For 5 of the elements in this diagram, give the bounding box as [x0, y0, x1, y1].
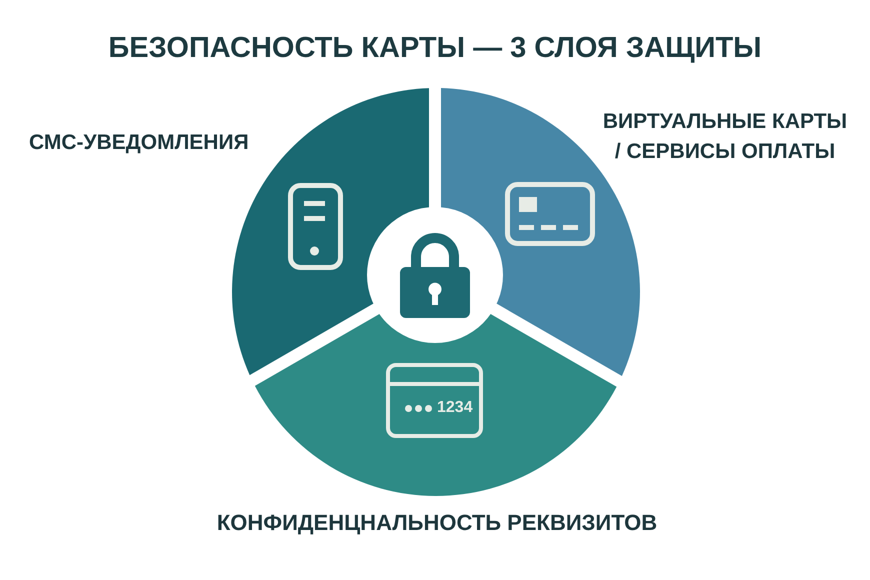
segment-label: ВИРТУАЛЬНЫЕ КАРТЫ / СЕРВИСЫ ОПЛАТЫ	[602, 109, 848, 165]
card-number: 1234	[437, 399, 473, 417]
segment-label: КОНФИДЕНЦНАЛЬНОСТЬ РЕКВИЗИТОВ	[216, 509, 658, 537]
diagram-title: БЕЗОПАСНОСТЬ КАРТЫ — 3 СЛОЯ ЗАЩИТЫ	[108, 31, 762, 66]
segment-label: СМС-УВЕДОМЛЕНИЯ	[29, 130, 249, 156]
